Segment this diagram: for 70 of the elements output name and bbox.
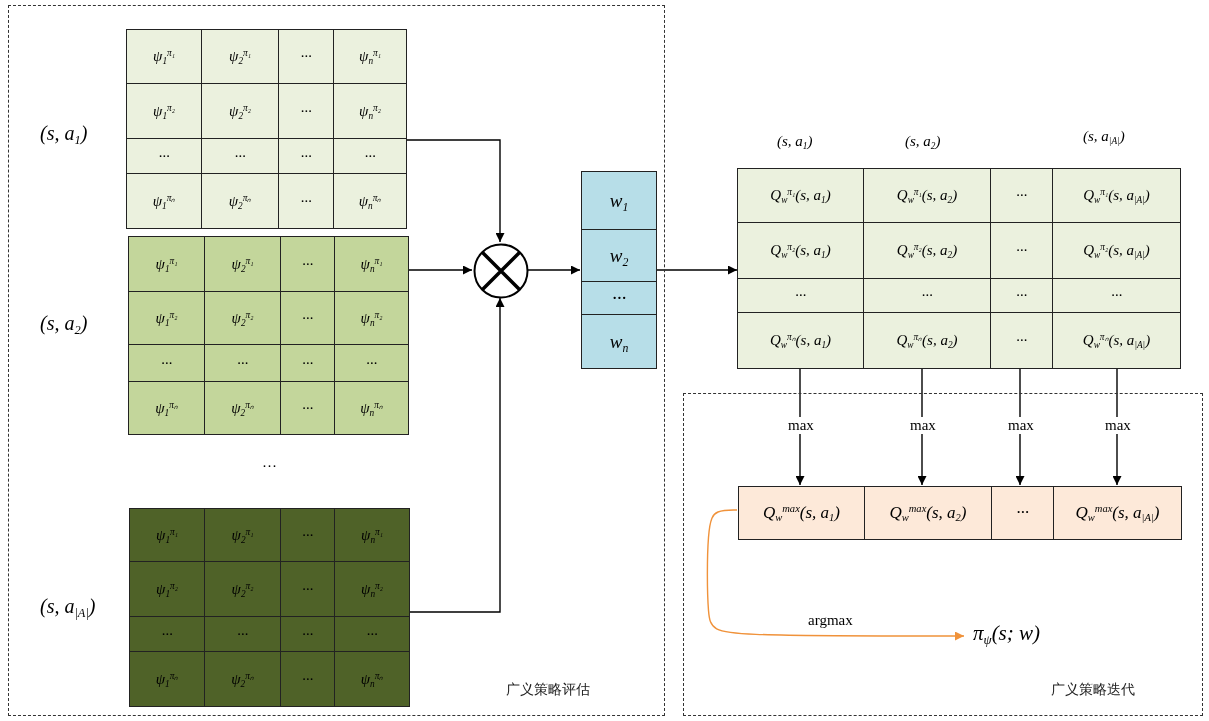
table-cell: Q$_{w}$$^{π₁}$(s, a$_{1}$) [737,168,864,223]
table-cell: ··· [334,616,410,652]
table-cell: Q$_{w}$$^{max}$(s, a$_{|A|}$) [1053,486,1182,540]
table-cell: Q$_{w}$$^{max}$(s, a$_{1}$) [738,486,865,540]
table-cell: Q$_{w}$$^{πₙ}$(s, a$_{1}$) [737,312,864,369]
table-cell: Q$_{w}$$^{π₂}$(s, a$_{1}$) [737,222,864,279]
table-cell: ··· [204,344,281,382]
region-title: 广义策略迭代 [1051,681,1135,699]
table-cell: Q$_{w}$$^{π₂}$(s, a$_{|A|}$) [1052,222,1181,279]
ellipsis-label: ··· [262,458,277,475]
table-cell: ··· [278,29,334,84]
edge-label: max [1006,417,1036,434]
table-cell: ··· [201,138,279,174]
table-cell: ··· [990,312,1053,369]
table-cell: Q$_{w}$$^{max}$(s, a$_{2}$) [864,486,992,540]
table-cell: ··· [863,278,991,313]
data-table [126,29,406,228]
table-cell: ··· [126,138,202,174]
multiply-circle [473,243,529,299]
table-cell: ··· [280,236,335,292]
table-cell: ··· [278,83,334,139]
table-cell: ··· [991,486,1054,540]
pair-label: (s, a$_{1}$) [40,122,88,145]
table-cell: ··· [278,173,334,229]
dashed-region [683,393,1203,716]
pair-label: (s, a$_{1}$) [777,133,813,150]
formula-text: π$_{ψ}$(s; w) [973,621,1042,646]
table-cell: w$_{n}$ [581,314,657,369]
table-cell: Q$_{w}$$^{π₂}$(s, a$_{2}$) [863,222,991,279]
table-cell: Q$_{w}$$^{π₁}$(s, a$_{2}$) [863,168,991,223]
table-cell: ··· [990,222,1053,279]
table-cell: ··· [581,281,657,315]
data-table [738,486,1181,539]
table-cell: ··· [128,344,205,382]
data-table [737,168,1180,368]
table-cell: ··· [280,381,335,435]
edge-label: max [786,417,816,434]
table-cell: Q$_{w}$$^{πₙ}$(s, a$_{2}$) [863,312,991,369]
table-cell: ··· [280,291,335,345]
dashed-region [8,5,665,716]
pair-label: (s, a$_{|A|}$) [40,595,96,618]
arrow [527,265,581,275]
pair-label: (s, a$_{2}$) [905,133,941,150]
data-table [581,171,656,368]
table-cell: ··· [334,344,409,382]
table-cell: ··· [280,508,335,562]
pair-label: (s, a$_{|A|}$) [1083,128,1125,145]
arrow [706,509,965,641]
table-cell: ··· [333,138,407,174]
table-cell: ··· [278,138,334,174]
table-cell: Q$_{w}$$^{πₙ}$(s, a$_{|A|}$) [1052,312,1181,369]
table-cell: w$_{2}$ [581,229,657,282]
table-cell: ··· [990,278,1053,313]
data-table [128,236,408,434]
table-cell: ··· [204,616,281,652]
table-cell: ··· [280,616,335,652]
table-cell: ··· [280,561,335,617]
edge-label: max [908,417,938,434]
data-table [129,508,409,706]
edge-label: max [1103,417,1133,434]
table-cell: ··· [990,168,1053,223]
table-cell: ··· [129,616,205,652]
table-cell: ··· [1052,278,1181,313]
table-cell: w$_{1}$ [581,171,657,230]
table-cell: ··· [280,651,335,707]
table-cell: ··· [737,278,864,313]
region-title: 广义策略评估 [506,681,590,699]
pair-label: (s, a$_{2}$) [40,312,88,335]
table-cell: ··· [280,344,335,382]
table-cell: Q$_{w}$$^{π₁}$(s, a$_{|A|}$) [1052,168,1181,223]
